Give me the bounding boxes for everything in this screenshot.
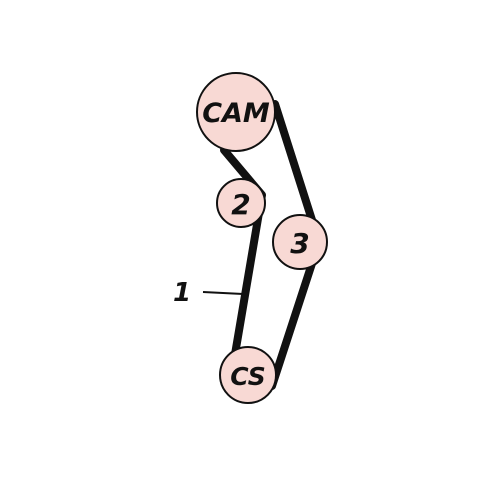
pulley-idler-3: 3 [272, 214, 328, 270]
pulley-cam-label: CAM [202, 98, 270, 129]
pulley-crank: CS [219, 346, 277, 404]
pulley-idler-2-label: 2 [231, 188, 250, 221]
pulley-idler-3-circle [272, 214, 328, 270]
pulley-crank-label: CS [230, 362, 265, 391]
pulley-idler-3-label: 3 [290, 227, 309, 260]
pulley-idler-2: 2 [216, 178, 266, 228]
callout-1-leader [202, 291, 244, 295]
pulley-cam-circle [196, 72, 276, 152]
pulley-crank-circle [219, 346, 277, 404]
pulley-cam: CAM [196, 72, 276, 152]
pulley-idler-2-circle [216, 178, 266, 228]
callout-1-label: 1 [173, 278, 191, 308]
